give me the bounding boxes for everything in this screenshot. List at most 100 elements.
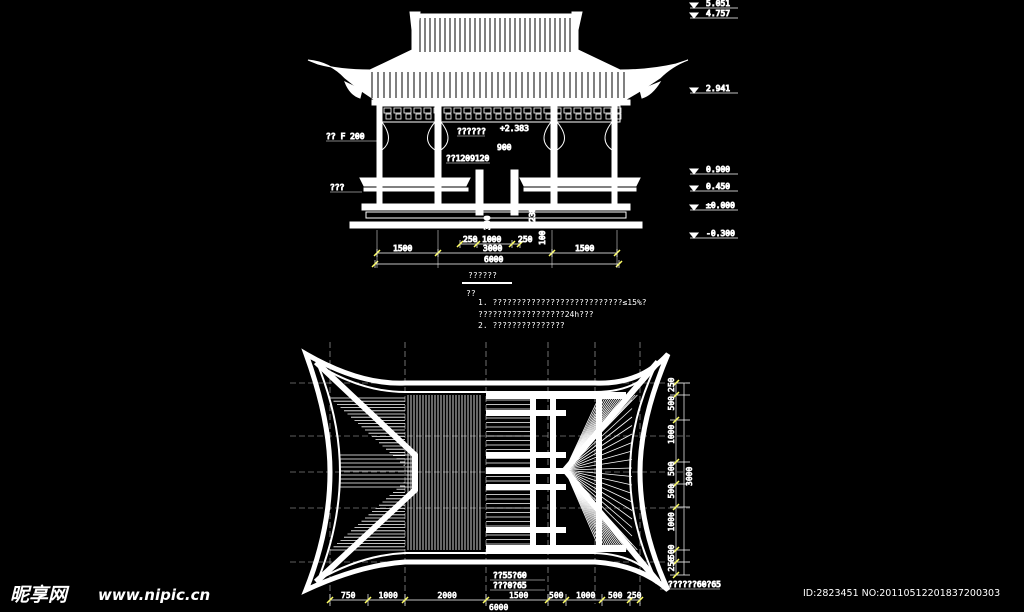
ridge-right-flare bbox=[571, 11, 583, 31]
eave-left-ornament bbox=[344, 81, 363, 99]
lattice-cell bbox=[463, 107, 472, 114]
level-triangle bbox=[688, 12, 700, 19]
plan-bottom-dim-label: 500 bbox=[549, 591, 564, 600]
bench-right bbox=[519, 177, 641, 187]
dim-1000: 1000 bbox=[482, 235, 501, 244]
dim-250-right: 250 bbox=[518, 235, 533, 244]
lattice-cell bbox=[585, 113, 592, 120]
lattice-cell bbox=[523, 107, 532, 114]
plan-bottom-dim-label: 1000 bbox=[576, 591, 595, 600]
level-triangle bbox=[688, 232, 700, 239]
lattice-cell bbox=[503, 107, 512, 114]
lattice-cell bbox=[513, 107, 522, 114]
elevation-roof bbox=[307, 13, 689, 101]
dim-slash bbox=[326, 596, 334, 604]
lattice-cell bbox=[423, 107, 432, 114]
lattice-cell bbox=[455, 113, 462, 120]
note-item-1: 1. ???????????????????????????≤15%? bbox=[478, 298, 647, 307]
plan-right-total: 3000 bbox=[685, 467, 694, 486]
dim-slash bbox=[672, 480, 680, 488]
note-item-3: 2. ??????????????? bbox=[478, 321, 565, 330]
lattice-cell bbox=[485, 113, 492, 120]
callout-3: ??????60?65 bbox=[668, 580, 721, 589]
lattice-cell bbox=[493, 107, 502, 114]
dim-3000: 3000 bbox=[483, 244, 502, 253]
plan-bottom-dim-label: 1500 bbox=[509, 591, 528, 600]
plan-bottom-total: 6000 bbox=[489, 603, 508, 612]
lattice-cell bbox=[603, 107, 612, 114]
lattice-cell bbox=[473, 107, 482, 114]
dim-slash bbox=[672, 558, 680, 566]
lattice-cell bbox=[445, 113, 452, 120]
level-label: 0.450 bbox=[706, 182, 730, 191]
beam-lower bbox=[486, 527, 566, 533]
level-label: ±0.000 bbox=[706, 201, 735, 210]
lattice-cell bbox=[573, 107, 582, 114]
plan-right-dim-label: 1000 bbox=[667, 425, 676, 444]
lattice-cell bbox=[565, 113, 572, 120]
post-a bbox=[530, 392, 536, 552]
plan-right-dim-label: 500 bbox=[667, 461, 676, 476]
plan-right-dim-label: 250 bbox=[667, 557, 676, 572]
dim-slash bbox=[516, 240, 524, 248]
lattice-cell bbox=[593, 107, 602, 114]
bracket-right bbox=[556, 121, 613, 151]
dim-slash bbox=[672, 379, 680, 387]
lattice-cell bbox=[543, 107, 552, 114]
bench-left-rail bbox=[363, 187, 469, 192]
lattice-cell bbox=[403, 107, 412, 114]
dim-1500-left: 1500 bbox=[393, 244, 412, 253]
dim-slash bbox=[598, 596, 606, 604]
level-label: 5.051 bbox=[706, 0, 730, 8]
callout-2: ???0?65 bbox=[493, 581, 527, 590]
plan-bottom-dim-label: 500 bbox=[608, 591, 623, 600]
roof-tile-lines bbox=[371, 18, 625, 98]
lattice-cell bbox=[413, 107, 422, 114]
plan-right-dim-label: 500 bbox=[667, 484, 676, 499]
plan-right-dim-label: 500 bbox=[667, 396, 676, 411]
elevation-dimension-lines bbox=[371, 230, 623, 268]
level-triangle bbox=[688, 185, 700, 192]
lattice-cell bbox=[595, 113, 602, 120]
lattice-cell bbox=[425, 113, 432, 120]
entry-post-right bbox=[510, 169, 519, 216]
beam-upper bbox=[486, 410, 566, 416]
level-triangle bbox=[688, 2, 700, 9]
plan-roof-outline bbox=[301, 348, 671, 595]
dim-1500-right: 1500 bbox=[575, 244, 594, 253]
dim-slash bbox=[562, 596, 570, 604]
platform-step bbox=[365, 211, 627, 219]
dim-slash bbox=[672, 503, 680, 511]
platform-base bbox=[349, 221, 643, 229]
lattice-cell bbox=[483, 107, 492, 114]
eave-beam bbox=[371, 99, 631, 106]
plan-right-dim-label: 250 bbox=[667, 377, 676, 392]
label-frieze: ?????? bbox=[457, 127, 486, 136]
lattice-cell bbox=[415, 113, 422, 120]
label-height: +2.383 bbox=[500, 124, 529, 133]
dim-slash bbox=[456, 240, 464, 248]
dim-slash bbox=[364, 596, 372, 604]
lattice-cell bbox=[405, 113, 412, 120]
notes-title: ?????? bbox=[468, 271, 497, 280]
design-notes: ?????? ?? 1. ???????????????????????????… bbox=[462, 271, 647, 330]
plan-bottom-dim-label: 1000 bbox=[379, 591, 398, 600]
post-b bbox=[550, 392, 556, 552]
level-triangle bbox=[688, 168, 700, 175]
vdim-300: 300 bbox=[483, 215, 492, 230]
lattice-cell bbox=[465, 113, 472, 120]
hip-ridge-left bbox=[313, 359, 418, 585]
dim-slash bbox=[473, 240, 481, 248]
column-2 bbox=[434, 99, 442, 211]
level-label: 0.900 bbox=[706, 165, 730, 174]
dim-slash bbox=[508, 240, 516, 248]
bench-left bbox=[359, 177, 471, 187]
watermark-url: www.nipic.cn bbox=[98, 586, 210, 604]
ridge-left-flare bbox=[409, 11, 421, 31]
note-left-2: ??? bbox=[330, 183, 345, 192]
column-4 bbox=[611, 99, 618, 211]
beam-mid-3 bbox=[486, 484, 566, 490]
